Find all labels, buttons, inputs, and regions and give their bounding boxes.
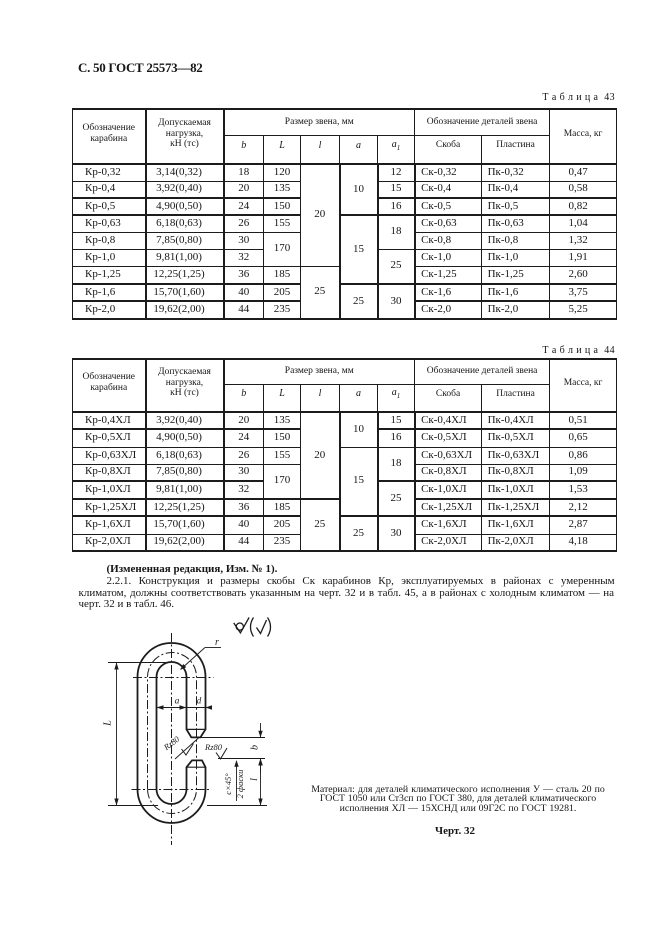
svg-text:a: a <box>175 697 180 707</box>
svg-text:с×45°: с×45° <box>223 773 233 795</box>
svg-text:Rz80: Rz80 <box>204 742 223 752</box>
svg-text:L: L <box>103 720 114 727</box>
svg-text:b: b <box>250 745 261 750</box>
svg-text:l: l <box>249 778 260 781</box>
svg-text:r: r <box>215 637 219 648</box>
svg-text:2 фаски: 2 фаски <box>235 770 245 799</box>
svg-text:d: d <box>197 696 202 706</box>
